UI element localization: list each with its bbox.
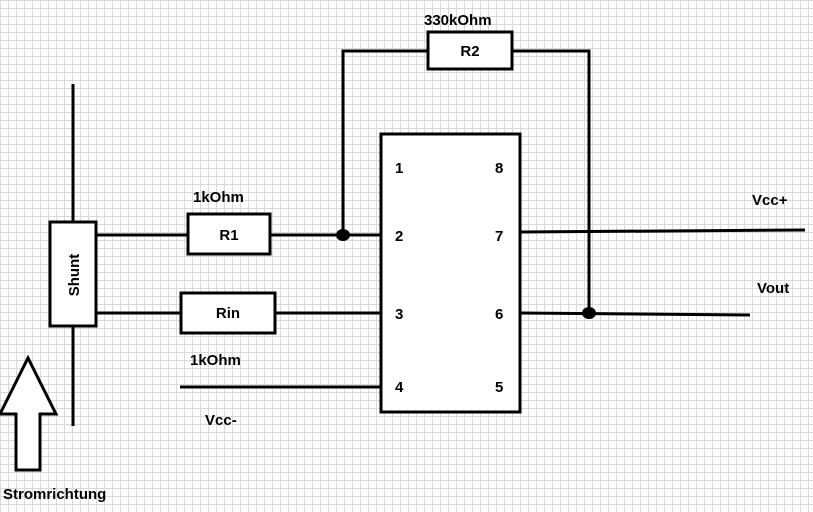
ic-pin-3: 3 (395, 306, 403, 323)
ic-pin-6: 6 (495, 306, 503, 323)
ic-chip (379, 132, 522, 414)
ic-pin-7: 7 (495, 228, 503, 245)
junction-dot-pin6 (582, 307, 596, 319)
ic-pin-1: 1 (395, 160, 403, 177)
rin-value: 1kOhm (190, 352, 241, 369)
r2-value: 330kOhm (424, 12, 492, 29)
wire-pin6-vout (519, 311, 751, 317)
wire-feedback-left (341, 49, 428, 235)
vcc-plus-label: Vcc+ (752, 192, 788, 209)
vout-label: Vout (757, 280, 789, 297)
wire-feedback-right (512, 49, 591, 313)
rin-name: Rin (216, 305, 240, 322)
ic-pin-5: 5 (495, 379, 503, 396)
ic-pin-8: 8 (495, 160, 503, 177)
resistor-r2 (426, 30, 514, 71)
r1-value: 1kOhm (193, 189, 244, 206)
shunt-resistor (48, 220, 98, 328)
shunt-label: Shunt (66, 254, 83, 297)
vcc-minus-label: Vcc- (205, 412, 237, 429)
resistor-rin (179, 291, 277, 335)
ic-pin-2: 2 (395, 228, 403, 245)
junction-dot-pin2 (336, 229, 350, 241)
wire-pin7-vcc-plus (519, 228, 806, 234)
r1-name: R1 (219, 227, 238, 244)
r2-name: R2 (460, 43, 479, 60)
resistor-r1 (186, 212, 272, 256)
direction-label: Stromrichtung (3, 486, 106, 503)
current-direction-arrow (0, 354, 59, 472)
ic-pin-4: 4 (395, 379, 404, 396)
